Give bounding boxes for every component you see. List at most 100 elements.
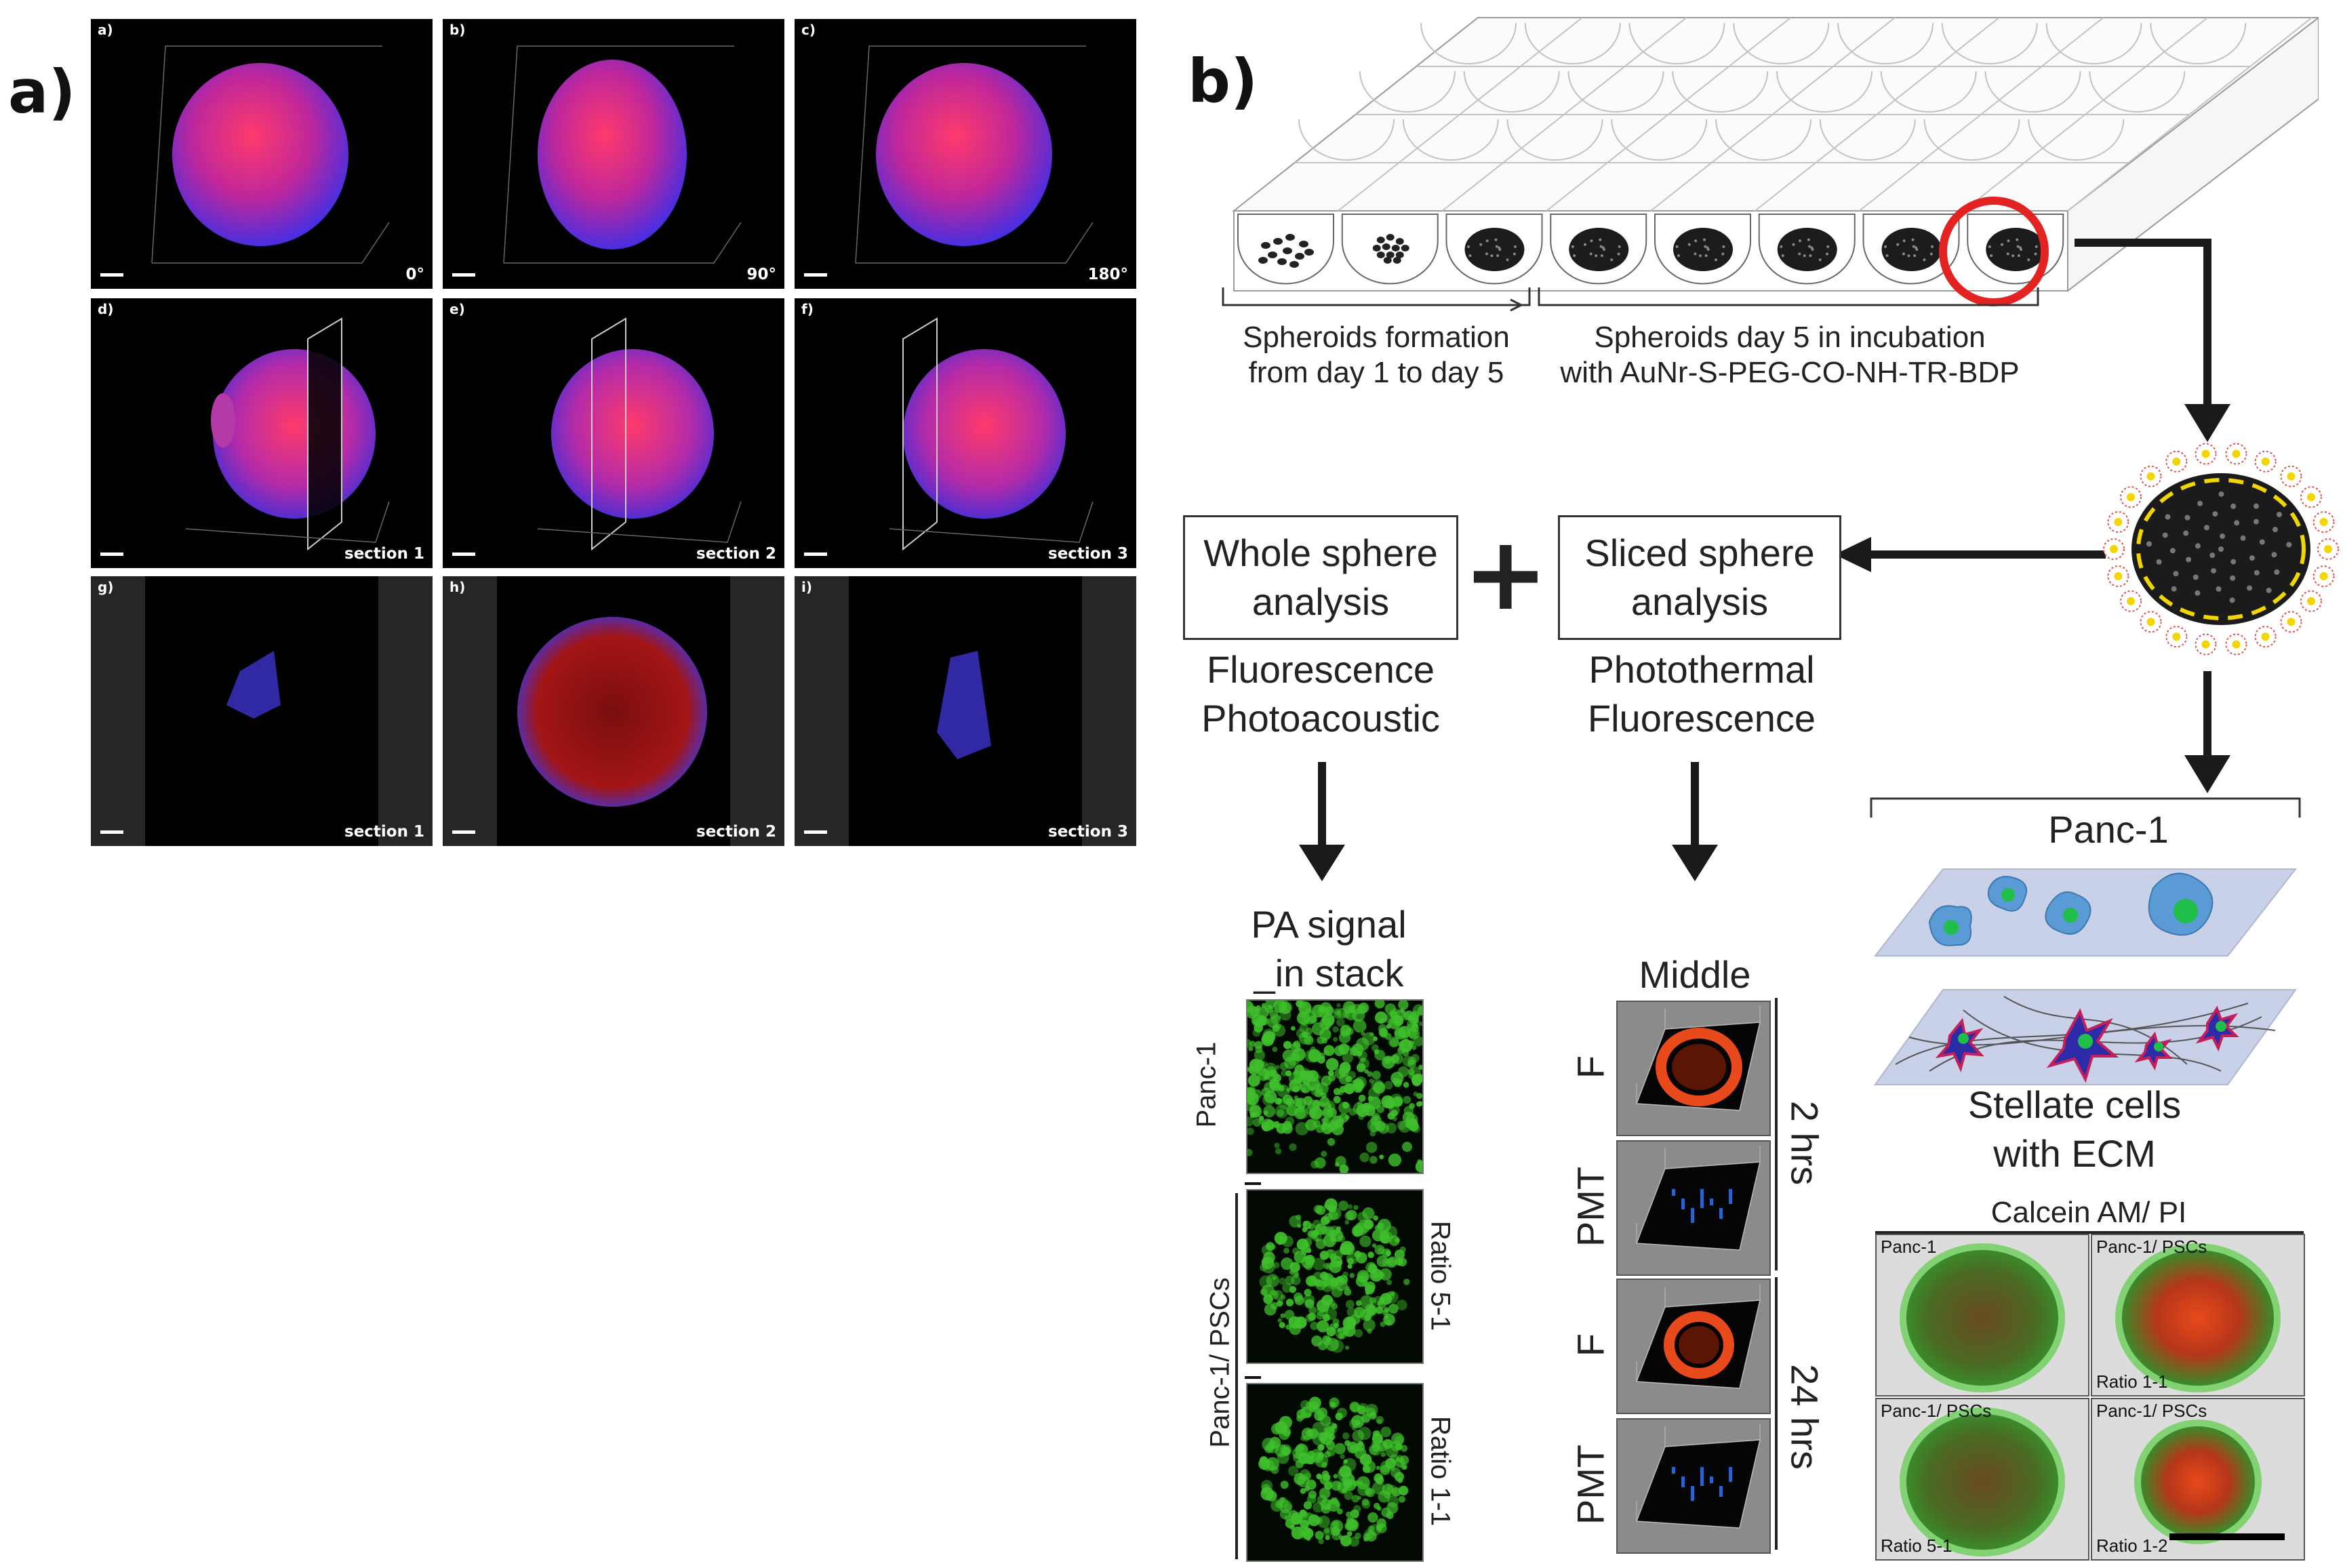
fluorescence-image	[1616, 1001, 1771, 1136]
panc1-bracket	[1870, 797, 2301, 818]
well-plate-diagram	[1232, 16, 2319, 306]
scale-bar	[804, 830, 827, 834]
micro-top-label: Panc-1	[1881, 1237, 1937, 1257]
time-line-2h	[1775, 998, 1778, 1270]
pa-image-ratio-1-1	[1246, 1383, 1424, 1562]
slice-render	[91, 576, 433, 846]
micro-top-label: Panc-1/ PSCs	[2096, 1401, 2207, 1421]
micro-bottom-label: Ratio 1-2	[2096, 1535, 2168, 1556]
panel-caption: section 3	[1048, 545, 1128, 563]
fluorescence-image	[1616, 1279, 1771, 1414]
middle-row-label: F	[1569, 1333, 1612, 1357]
stellate-label: Stellate cells with ECM	[1967, 1083, 2182, 1175]
scale-bar	[804, 552, 827, 556]
panel-a-label: a)	[8, 57, 76, 127]
pa-title: PA signal _in stack	[1251, 903, 1407, 994]
middle-row-label: F	[1569, 1055, 1612, 1079]
panel-caption: section 1	[344, 823, 424, 841]
time-line-24h	[1775, 1277, 1778, 1550]
panel-caption: section 3	[1048, 823, 1128, 841]
confocal-panel-9: i) section 3	[795, 576, 1136, 846]
micro-top-label: Panc-1/ PSCs	[2096, 1237, 2207, 1257]
micro-bottom-label: Ratio 1-1	[2096, 1371, 2168, 1392]
confocal-panel-3: c) 180°	[795, 19, 1136, 289]
middle-title: Middle	[1639, 953, 1751, 996]
pmt-image	[1616, 1140, 1771, 1276]
coated-spheroid	[2103, 443, 2339, 656]
slice-render	[443, 576, 784, 846]
incubation-caption: Spheroids day 5 in incubation with AuNr-…	[1560, 321, 2020, 389]
confocal-panel-8: h) section 2	[443, 576, 784, 846]
calcein-micrograph-3: Panc-1/ PSCs Ratio 5-1	[1875, 1398, 2089, 1561]
whole-sphere-box: Whole sphere analysis	[1183, 515, 1458, 640]
calcein-micrograph-1: Panc-1	[1875, 1234, 2089, 1396]
panel-caption: 90°	[746, 266, 776, 283]
confocal-panel-2: b) 90°	[443, 19, 784, 289]
sliced-methods: Photothermal Fluorescence	[1587, 648, 1816, 740]
pmt-image	[1616, 1418, 1771, 1554]
sphere-render	[855, 45, 1094, 264]
confocal-panel-7: g) section 1	[91, 576, 433, 846]
panel-caption: 180°	[1087, 266, 1128, 283]
pa-image-ratio-5-1	[1246, 1189, 1424, 1364]
plus-sign: +	[1463, 515, 1548, 633]
panel-letter: i)	[801, 579, 812, 595]
panel-letter: e)	[449, 301, 465, 317]
whole-methods: Fluorescence Photoacoustic	[1201, 648, 1440, 740]
sliced-sphere-box: Sliced sphere analysis	[1558, 515, 1841, 640]
panel-letter: d)	[98, 301, 114, 317]
arrow-head-down-4	[1672, 845, 1718, 881]
pa-row-label-panc1: Panc-1	[1191, 1041, 1222, 1128]
panel-b-label: b)	[1188, 46, 1258, 116]
confocal-panel-5: e) section 2	[443, 298, 784, 568]
highlight-ring	[1939, 197, 2049, 306]
scale-bar	[100, 273, 123, 277]
confocal-panel-4: d) section 1	[91, 298, 433, 568]
sphere-render	[151, 45, 390, 264]
scale-bar	[100, 830, 123, 834]
pa-scalebar-2	[1245, 1376, 1261, 1379]
panel-letter: g)	[98, 579, 114, 595]
pa-group-label: Panc-1/ PSCs	[1205, 1277, 1235, 1448]
scale-bar	[452, 830, 475, 834]
pa-row-label-ratio-5-1: Ratio 5-1	[1425, 1220, 1456, 1331]
scale-bar	[452, 273, 475, 277]
pa-image-panc1	[1246, 999, 1424, 1174]
confocal-panel-6: f) section 3	[795, 298, 1136, 568]
scale-bar	[804, 273, 827, 277]
calcein-micrograph-2: Panc-1/ PSCs Ratio 1-1	[2091, 1234, 2305, 1396]
section-render	[889, 317, 1094, 551]
time-label-2hrs: 2 hrs	[1783, 1100, 1826, 1186]
middle-row-label: PMT	[1569, 1444, 1612, 1525]
time-label-24hrs: 24 hrs	[1783, 1364, 1826, 1470]
confocal-panel-1: a) 0°	[91, 19, 433, 289]
arrow-head-down-3	[1299, 845, 1345, 881]
arrow-head-left	[1835, 537, 1871, 572]
panel-letter: a)	[98, 22, 113, 38]
section-render	[185, 317, 390, 551]
pa-group-line	[1235, 1193, 1238, 1559]
panel-letter: f)	[801, 301, 814, 317]
panel-caption: section 2	[696, 545, 776, 563]
middle-row-label: PMT	[1569, 1166, 1612, 1247]
formation-caption: Spheroids formation from day 1 to day 5	[1243, 321, 1510, 389]
panc1-title: Panc-1	[2048, 808, 2169, 851]
panel-caption: section 2	[696, 823, 776, 841]
micro-scalebar	[2169, 1533, 2285, 1540]
panel-letter: b)	[449, 22, 466, 38]
micro-top-label: Panc-1/ PSCs	[1881, 1401, 1992, 1421]
section-render	[537, 317, 742, 551]
cell-diagrams	[1873, 868, 2298, 1085]
sphere-render	[503, 45, 742, 264]
panel-letter: c)	[801, 22, 816, 38]
arrow-head-down-2	[2184, 755, 2230, 793]
pa-scalebar-1	[1245, 1182, 1261, 1185]
panel-caption: section 1	[344, 545, 424, 563]
calcein-title: Calcein AM/ PI	[1990, 1196, 2187, 1229]
panel-caption: 0°	[405, 266, 424, 283]
calcein-underline	[1875, 1231, 2304, 1234]
plate-brackets	[1222, 287, 2039, 312]
pa-row-label-ratio-1-1: Ratio 1-1	[1425, 1415, 1456, 1527]
scale-bar	[100, 552, 123, 556]
